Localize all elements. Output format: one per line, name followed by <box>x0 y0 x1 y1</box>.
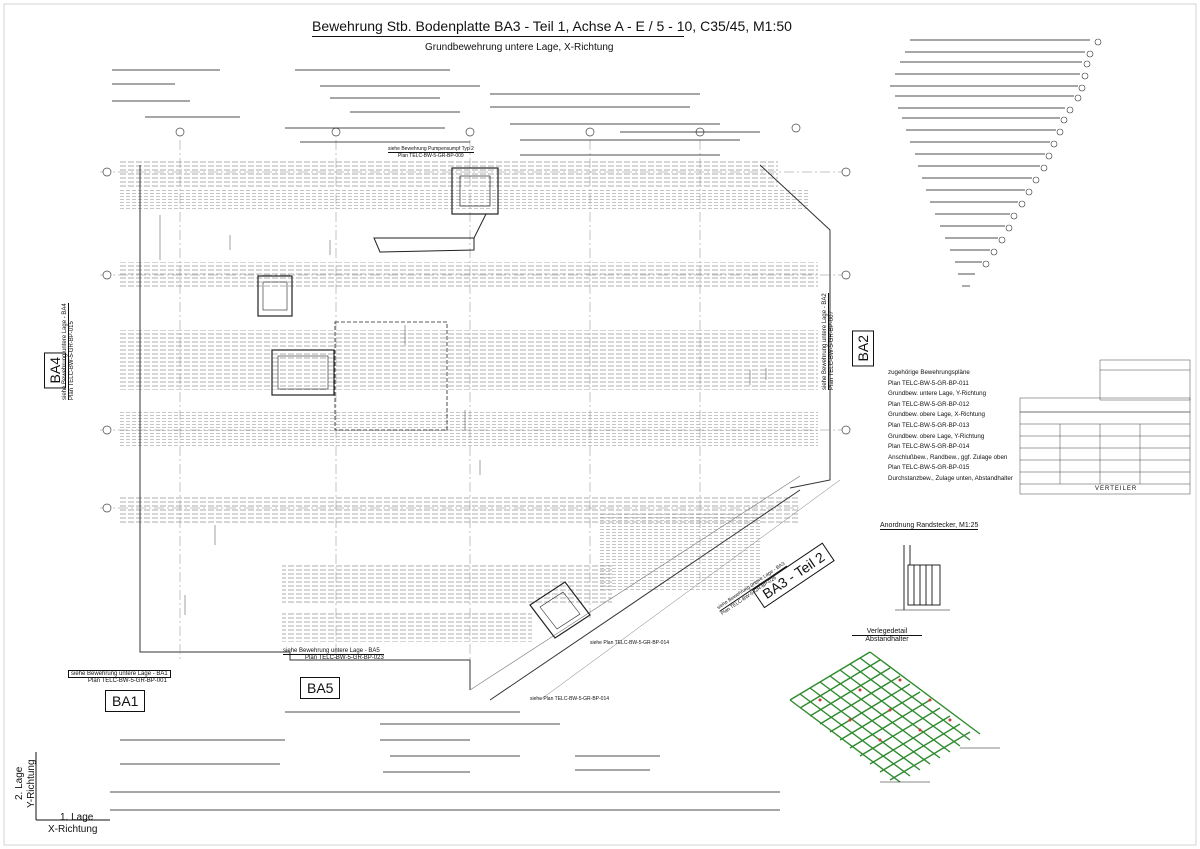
bar-schedule-bottom <box>110 711 780 811</box>
ref-ba1: siehe Bewehrung untere Lage - BA1 Plan T… <box>68 670 171 684</box>
axis-grid <box>100 140 850 660</box>
zone-label-ba2: BA2 <box>852 330 874 367</box>
axis-bubbles <box>102 123 851 513</box>
related-plan-line: Plan TELC-BW-5-GR-BP-013 <box>888 421 970 429</box>
legend-lage1: 1. Lage <box>60 812 94 823</box>
randstecker-detail <box>895 545 950 611</box>
rebar-hatch-middle <box>118 410 818 525</box>
verteiler-table <box>1019 359 1191 495</box>
zone-label-ba5: BA5 <box>300 677 341 699</box>
ref-ba5: siehe Bewehrung untere Lage - BA5 Plan T… <box>283 648 384 661</box>
drawing-title: Bewehrung Stb. Bodenplatte BA3 - Teil 1,… <box>312 18 792 34</box>
related-plan-line: Grundbew. obere Lage, X-Richtung <box>888 411 985 419</box>
sheet-frame <box>3 3 1197 846</box>
related-plan-line: Grundbew. untere Lage, Y-Richtung <box>888 390 987 398</box>
bar-schedule-right <box>890 39 1090 287</box>
ref-ba4: siehe Bewehrung untere Lage - BA4 Plan T… <box>62 303 75 400</box>
verteiler-label: VERTEILER <box>1095 486 1138 492</box>
legend-lage2: 2. Lage <box>14 766 25 800</box>
rebar-hatch-bottom <box>282 512 760 642</box>
bar-markers <box>159 215 767 615</box>
ref-plan-014a: siehe Plan TELC-BW-5-GR-BP-014 <box>590 640 670 646</box>
ref-plan-014b: siehe Plan TELC-BW-5-GR-BP-014 <box>530 696 610 702</box>
layer-legend-lines <box>35 752 110 821</box>
verlegedetail-mesh <box>789 651 1000 783</box>
title-underline <box>312 36 684 37</box>
verlegedetail-title: Verlegedetail Abstandhalter <box>852 628 922 643</box>
related-plan-line: Plan TELC-BW-5-GR-BP-012 <box>888 400 970 408</box>
related-plan-line: Durchstanzbew., Zulage unten, Abstandhal… <box>888 474 1013 482</box>
drawing-subtitle: Grundbewehrung untere Lage, X-Richtung <box>425 42 614 53</box>
related-plan-line: Grundbew. obere Lage, Y-Richtung <box>888 432 985 440</box>
ref-pumpensumpf: siehe Bewehrung Pumpensumpf Typ 2 Plan T… <box>388 146 474 159</box>
related-plan-line: Plan TELC-BW-5-GR-BP-011 <box>888 379 969 387</box>
related-plan-line: Anschlußbew., Randbew., ggf. Zulage oben <box>888 453 1008 461</box>
related-plan-line: zugehörige Bewehrungspläne <box>888 369 970 376</box>
related-plans-list: zugehörige Bewehrungspläne Plan TELC-BW-… <box>888 368 1013 485</box>
legend-x-richtung: X-Richtung <box>48 824 98 835</box>
slab-openings <box>257 167 591 639</box>
zone-label-ba1: BA1 <box>105 690 146 712</box>
legend-y-richtung: Y-Richtung <box>26 759 37 808</box>
bar-schedule-top <box>112 69 760 156</box>
related-plan-line: Plan TELC-BW-5-GR-BP-014 <box>888 443 970 451</box>
randstecker-title: Anordnung Randstecker, M1:25 <box>880 522 979 530</box>
ref-ba2: siehe Bewehrung untere Lage - BA2 Plan T… <box>822 293 835 390</box>
related-plan-line: Plan TELC-BW-5-GR-BP-015 <box>888 464 970 472</box>
